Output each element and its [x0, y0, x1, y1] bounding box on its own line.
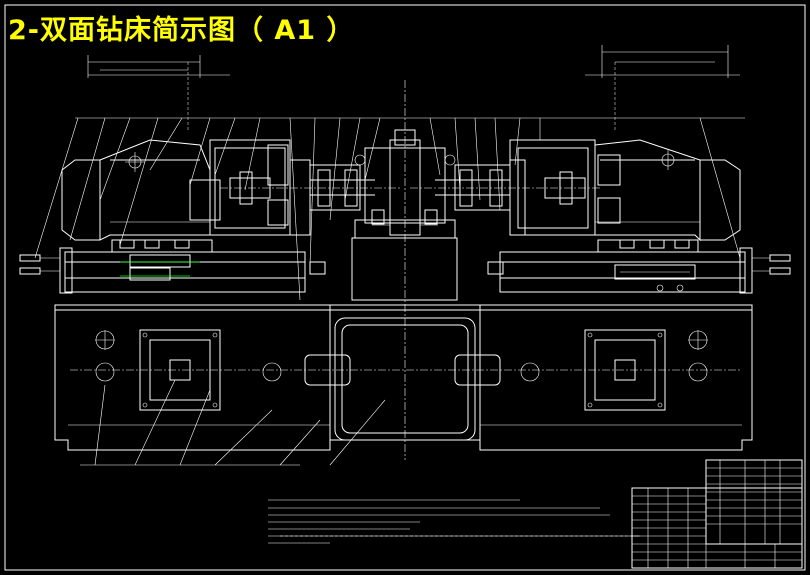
title-block — [631, 459, 803, 569]
right-slide-table — [487, 247, 791, 294]
left-drilling-head — [61, 139, 311, 253]
right-drilling-head — [509, 139, 741, 253]
technical-notes — [268, 499, 640, 544]
left-spindle — [220, 164, 400, 211]
left-slide-table — [19, 247, 326, 294]
base-bed — [54, 304, 753, 451]
left-base-details — [95, 329, 282, 411]
sheet-border — [4, 4, 806, 571]
lower-leaders — [80, 379, 386, 466]
top-dimensions — [87, 45, 740, 130]
drawing-title: 2-双面钻床简示图（ A1 ） — [8, 15, 355, 46]
right-base-details — [520, 329, 708, 411]
right-spindle — [410, 164, 600, 211]
center-fixture — [351, 129, 458, 301]
balloon-leaders — [34, 117, 745, 301]
